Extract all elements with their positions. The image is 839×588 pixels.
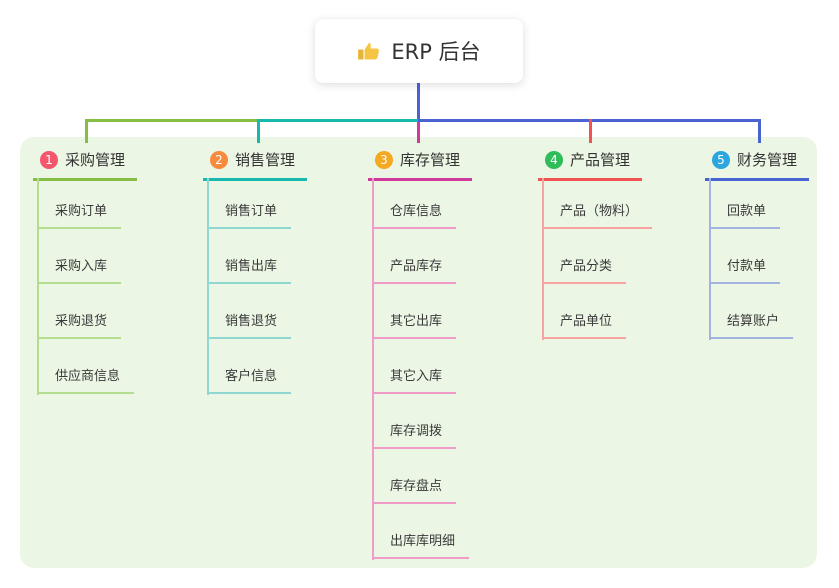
child-topic[interactable]: 其它入库 xyxy=(372,367,457,394)
branch-child-connector-line xyxy=(542,178,544,340)
branch-number-badge: 4 xyxy=(545,151,563,169)
branch-title: 采购管理 xyxy=(65,151,126,169)
child-topic[interactable]: 产品（物料） xyxy=(542,202,653,229)
thumbs-up-icon xyxy=(357,39,381,63)
child-topic[interactable]: 付款单 xyxy=(709,257,781,284)
branch-number-badge: 2 xyxy=(210,151,228,169)
drop-branch-3 xyxy=(417,122,420,143)
child-topic[interactable]: 采购订单 xyxy=(37,202,122,229)
root-connector-line xyxy=(417,83,420,121)
branch-child-connector-line xyxy=(207,178,209,395)
child-topic[interactable]: 其它出库 xyxy=(372,312,457,339)
child-topic[interactable]: 回款单 xyxy=(709,202,781,229)
hbar-branch-2 xyxy=(257,119,420,122)
branch-child-connector-line xyxy=(372,178,374,560)
branch-title: 销售管理 xyxy=(235,151,296,169)
branch-topic-4[interactable]: 4 产品管理 xyxy=(538,148,643,181)
child-topic[interactable]: 结算账户 xyxy=(709,312,794,339)
child-topic[interactable]: 客户信息 xyxy=(207,367,292,394)
drop-branch-1 xyxy=(85,119,88,143)
branch-number-badge: 5 xyxy=(712,151,730,169)
root-node[interactable]: ERP 后台 xyxy=(315,19,523,83)
drop-branch-5 xyxy=(758,119,761,143)
branch-child-connector-line xyxy=(37,178,39,395)
child-topic[interactable]: 仓库信息 xyxy=(372,202,457,229)
hbar-branch-1 xyxy=(85,119,260,122)
child-topic[interactable]: 供应商信息 xyxy=(37,367,135,394)
branches-panel xyxy=(20,137,817,568)
branch-title: 库存管理 xyxy=(400,151,461,169)
child-topic[interactable]: 销售退货 xyxy=(207,312,292,339)
branch-topic-3[interactable]: 3 库存管理 xyxy=(368,148,473,181)
root-title: ERP 后台 xyxy=(391,40,481,64)
child-topic[interactable]: 产品分类 xyxy=(542,257,627,284)
branch-number-badge: 1 xyxy=(40,151,58,169)
child-topic[interactable]: 库存调拨 xyxy=(372,422,457,449)
branch-title: 财务管理 xyxy=(737,151,798,169)
branch-topic-1[interactable]: 1 采购管理 xyxy=(33,148,138,181)
child-topic[interactable]: 产品库存 xyxy=(372,257,457,284)
drop-branch-4 xyxy=(589,119,592,143)
child-topic[interactable]: 产品单位 xyxy=(542,312,627,339)
child-topic[interactable]: 销售出库 xyxy=(207,257,292,284)
branch-title: 产品管理 xyxy=(570,151,631,169)
branch-topic-2[interactable]: 2 销售管理 xyxy=(203,148,308,181)
child-topic[interactable]: 采购退货 xyxy=(37,312,122,339)
branch-child-connector-line xyxy=(709,178,711,340)
branch-number-badge: 3 xyxy=(375,151,393,169)
child-topic[interactable]: 采购入库 xyxy=(37,257,122,284)
child-topic[interactable]: 出库库明细 xyxy=(372,532,470,559)
branch-topic-5[interactable]: 5 财务管理 xyxy=(705,148,810,181)
drop-branch-2 xyxy=(257,119,260,143)
child-topic[interactable]: 库存盘点 xyxy=(372,477,457,504)
child-topic[interactable]: 销售订单 xyxy=(207,202,292,229)
